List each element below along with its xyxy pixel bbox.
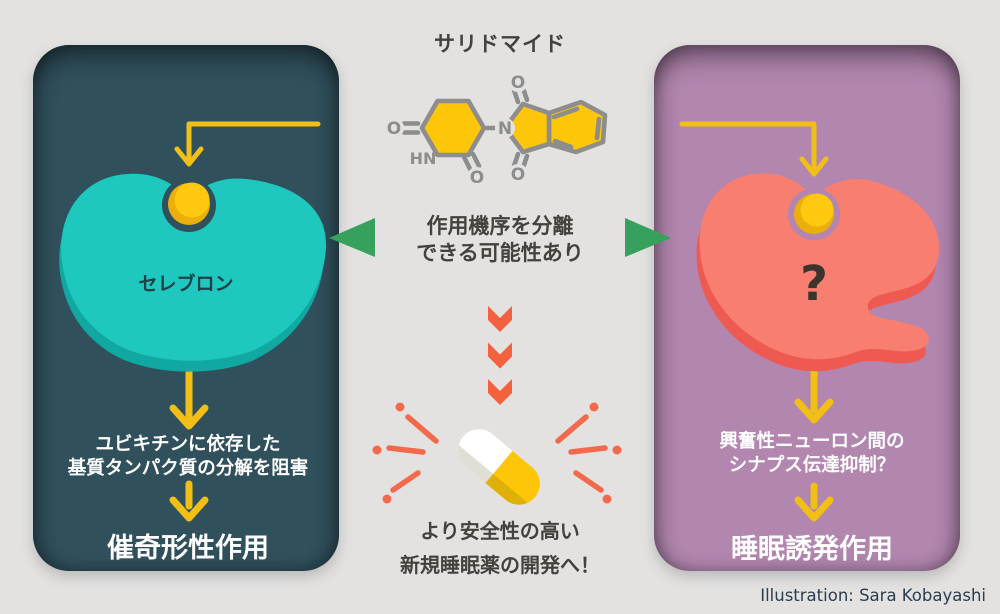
atom-labels: O HN O N O O	[387, 73, 525, 188]
teratogenic-effect-title: 催奇形性作用	[107, 533, 269, 564]
right-panel-action-text: 興奮性ニューロン間の シナプス伝達抑制？	[667, 430, 957, 477]
atom-label-backings	[384, 72, 528, 187]
unknown-protein-question-mark: ?	[800, 256, 828, 312]
cereblon-protein-label: セレブロン	[138, 273, 234, 295]
right-action-line-2: シナプス伝達抑制？	[728, 454, 896, 476]
atom-hn: HN	[410, 149, 437, 168]
page-title: サリドマイド	[434, 32, 566, 56]
sleep-inducing-effect-title: 睡眠誘発作用	[731, 534, 893, 565]
illustration-credit: Illustration: Sara Kobayashi	[760, 586, 986, 605]
right-action-line-1: 興奮性ニューロン間の	[719, 431, 905, 452]
atom-o-bottom: O	[470, 168, 484, 188]
thalidomide-molecule: O HN O N O O	[384, 72, 608, 188]
atom-o-bottom2: O	[511, 165, 525, 185]
right-elbow-arrow-icon	[679, 121, 829, 177]
atom-o-top: O	[511, 73, 525, 93]
thalidomide-ball-left	[168, 182, 210, 225]
right-green-triangle-icon	[625, 218, 671, 257]
atom-n: N	[498, 119, 512, 139]
left-action-line-1: ユビキチンに依存した	[95, 434, 281, 455]
sparkle-lines-icon	[372, 402, 622, 504]
thalidomide-ball-right	[794, 193, 834, 234]
mechanism-line-2: できる可能性あり	[416, 241, 584, 265]
left-action-line-2: 基質タンパク質の分解を阻害	[67, 457, 309, 479]
triple-chevron-down-icon	[488, 306, 512, 405]
left-green-triangle-icon	[329, 218, 375, 257]
capsule-pill-icon	[449, 429, 540, 514]
goal-line-1: より安全性の高い	[420, 519, 580, 543]
mechanism-line-1: 作用機序を分離	[426, 214, 574, 238]
development-goal-text: より安全性の高い 新規睡眠薬の開発へ！	[330, 514, 670, 582]
goal-line-2: 新規睡眠薬の開発へ！	[400, 553, 600, 577]
mechanism-separation-text: 作用機序を分離 できる可能性あり	[340, 213, 660, 267]
atom-o-left: O	[387, 119, 401, 139]
left-panel-action-text: ユビキチンに依存した 基質タンパク質の分解を阻害	[43, 433, 333, 480]
left-elbow-arrow-icon	[174, 121, 321, 167]
